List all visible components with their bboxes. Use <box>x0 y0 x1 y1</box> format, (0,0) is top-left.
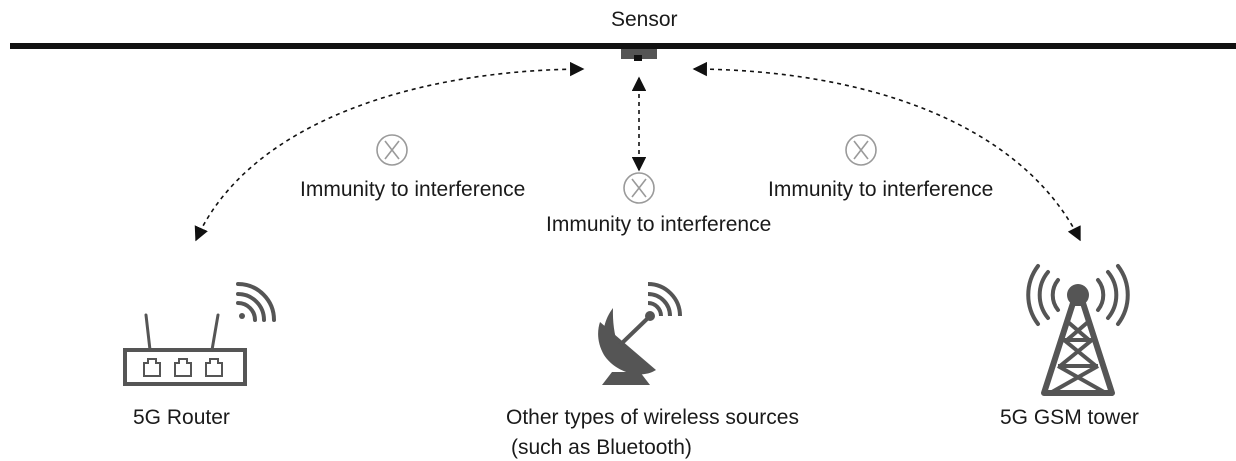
center-interference-label: Immunity to interference <box>546 213 772 236</box>
wireless-source-label-line1: Other types of wireless sources <box>506 406 799 429</box>
router-icon <box>123 282 276 386</box>
router-label: 5G Router <box>133 406 230 429</box>
left-interference-label: Immunity to interference <box>300 178 526 201</box>
right-interference-label: Immunity to interference <box>768 178 994 201</box>
sensor-label: Sensor <box>611 8 678 31</box>
sensor-device-icon <box>621 49 657 61</box>
satellite-dish-icon <box>598 282 682 385</box>
left-blocked-icon <box>376 134 408 166</box>
left-interference-arrow <box>194 61 585 242</box>
wireless-source-label-line2: (such as Bluetooth) <box>511 436 692 459</box>
right-interference-arrow <box>692 61 1081 242</box>
right-blocked-icon <box>845 134 877 166</box>
center-blocked-icon <box>623 172 655 204</box>
cell-tower-icon <box>1026 264 1130 396</box>
tower-label: 5G GSM tower <box>1000 406 1139 429</box>
sensor-rail <box>10 43 1236 49</box>
